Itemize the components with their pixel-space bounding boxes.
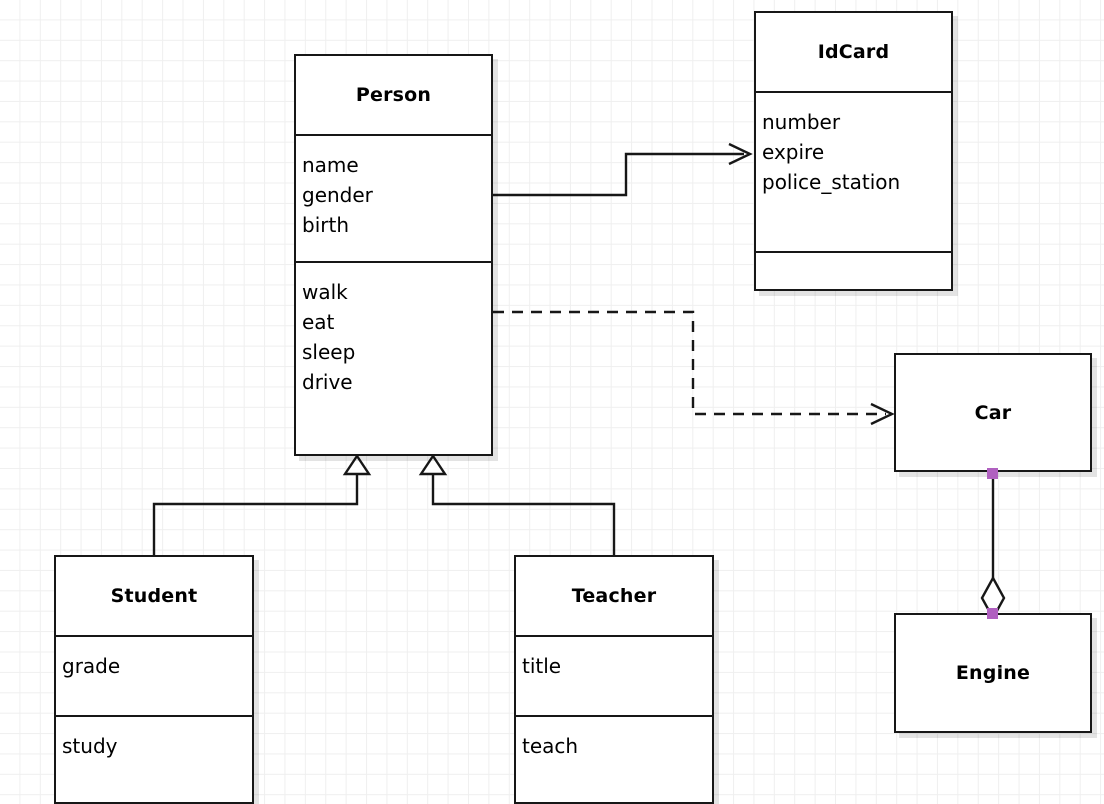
attribute-row: gender — [302, 183, 373, 207]
class-idcard[interactable]: IdCard number expire police_station — [754, 11, 953, 291]
attribute-row: police_station — [762, 170, 901, 194]
operation-row: eat — [302, 310, 335, 334]
class-teacher[interactable]: Teacher title teach — [514, 555, 714, 804]
attribute-row: birth — [302, 213, 349, 237]
attribute-row: name — [302, 153, 359, 177]
class-car[interactable]: Car — [894, 353, 1092, 472]
class-student-attributes: grade — [56, 635, 252, 715]
class-teacher-operations: teach — [516, 715, 712, 804]
class-person[interactable]: Person name gender birth walk eat sleep … — [294, 54, 493, 456]
attribute-row: number — [762, 110, 841, 134]
edge-handle-target[interactable] — [987, 608, 998, 619]
operation-row: study — [62, 734, 118, 758]
generalization-student-person[interactable] — [152, 453, 372, 555]
attribute-row: title — [522, 654, 562, 678]
operation-row: teach — [522, 734, 579, 758]
class-engine[interactable]: Engine — [894, 613, 1092, 733]
edge-handle-source[interactable] — [987, 468, 998, 479]
class-student[interactable]: Student grade study — [54, 555, 254, 804]
operation-row: sleep — [302, 340, 356, 364]
generalization-teacher-person[interactable] — [418, 453, 616, 555]
class-car-title: Car — [974, 401, 1012, 424]
dependency-person-car[interactable] — [493, 310, 895, 426]
operation-row: drive — [302, 370, 353, 394]
aggregation-car-engine[interactable] — [980, 474, 1006, 621]
class-engine-title: Engine — [955, 662, 1031, 684]
class-student-title: Student — [110, 585, 198, 607]
class-student-operations: study — [56, 715, 252, 804]
association-person-idcard[interactable] — [493, 142, 753, 197]
class-idcard-attributes: number expire police_station — [756, 91, 951, 251]
class-person-attributes: name gender birth — [296, 134, 491, 261]
attribute-row: grade — [62, 654, 121, 678]
class-person-operations: walk eat sleep drive — [296, 261, 491, 454]
class-person-title: Person — [355, 84, 432, 106]
class-teacher-title: Teacher — [571, 585, 657, 607]
class-teacher-attributes: title — [516, 635, 712, 715]
operation-row: walk — [302, 280, 348, 304]
attribute-row: expire — [762, 140, 825, 164]
class-idcard-title: IdCard — [817, 41, 890, 63]
class-idcard-operations — [756, 251, 951, 293]
